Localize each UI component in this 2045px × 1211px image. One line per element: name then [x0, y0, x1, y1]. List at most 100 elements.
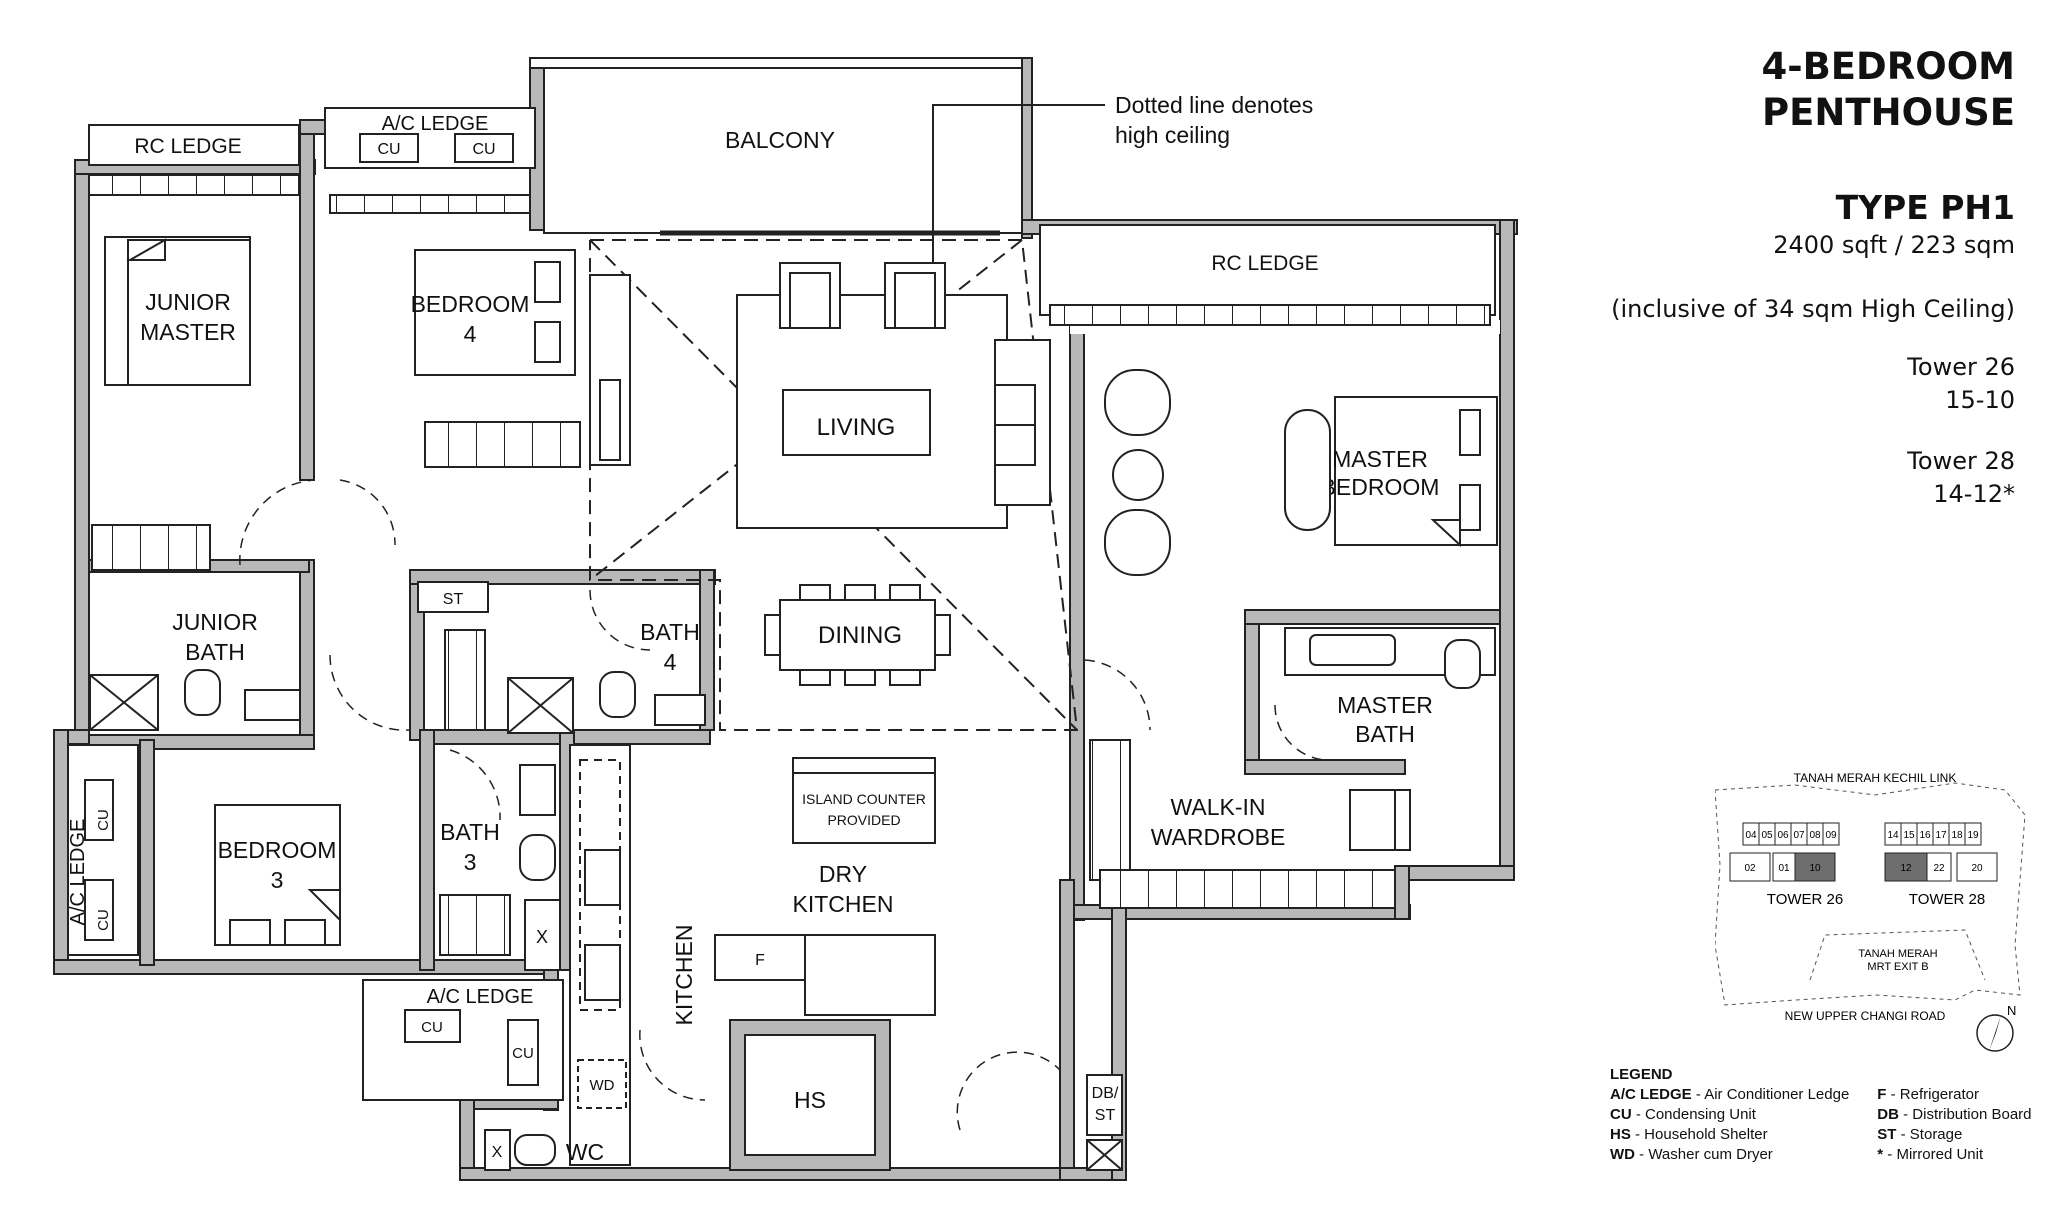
- legend-code: DB: [1877, 1106, 1899, 1123]
- island-label-2: PROVIDED: [827, 812, 900, 828]
- legend-desc: - Household Shelter: [1630, 1126, 1768, 1143]
- keyplan-unit-label: 12: [1900, 863, 1912, 874]
- keyplan-unit-label: 08: [1809, 830, 1821, 841]
- keyplan-unit-box: [1729, 852, 1771, 882]
- legend-desc: - Air Conditioner Ledge: [1691, 1086, 1850, 1103]
- legend-desc: - Storage: [1896, 1126, 1963, 1143]
- dry-kitchen-label-1: DRY: [819, 861, 867, 887]
- bath-4: ST BATH 4: [417, 581, 706, 734]
- master-bedroom-label-1: MASTER: [1332, 446, 1428, 472]
- balcony: BALCONY: [543, 67, 1023, 236]
- cu-label: CU: [95, 809, 112, 831]
- tower-2: Tower 28: [1907, 447, 2015, 475]
- keyplan-unit-label: 15: [1903, 830, 1915, 841]
- wc: X WC: [484, 1129, 604, 1171]
- bedroom4-label-2: 4: [464, 321, 477, 347]
- bath3-label-1: BATH: [440, 819, 500, 845]
- rc-ledge-left: RC LEDGE: [88, 124, 300, 196]
- ac-ledge-left-label: A/C LEDGE: [67, 819, 89, 926]
- walkin-label-2: WARDROBE: [1151, 824, 1286, 850]
- rc-ledge-left-label: RC LEDGE: [134, 135, 241, 158]
- keyplan-unit-label: 01: [1778, 863, 1790, 874]
- dry-kitchen: ISLAND COUNTER PROVIDED DRY KITCHEN: [792, 757, 936, 917]
- units-1: 15-10: [1945, 386, 2015, 414]
- legend-item: DB - Distribution Board: [1877, 1105, 2031, 1125]
- kitchen-label: KITCHEN: [671, 925, 697, 1026]
- keyplan-unit-label: 18: [1951, 830, 1963, 841]
- keyplan-unit-box: [1794, 852, 1836, 882]
- dining-label: DINING: [818, 622, 902, 649]
- legend-item: HS - Household Shelter: [1610, 1125, 1849, 1145]
- keyplan-unit-label: 19: [1967, 830, 1979, 841]
- cu-label: CU: [95, 909, 112, 931]
- ac-ledge-top: A/C LEDGE CU CU: [324, 107, 536, 214]
- legend-desc: - Washer cum Dryer: [1635, 1146, 1773, 1163]
- keyplan-unit-box: [1884, 852, 1928, 882]
- keyplan-unit-box: [1926, 852, 1952, 882]
- bedroom3-label-2: 3: [271, 867, 284, 893]
- legend-col-right: F - Refrigerator DB - Distribution Board…: [1877, 1085, 2031, 1165]
- cu-label: CU: [377, 141, 400, 158]
- floor-plan: BALCONY RC LEDGE A/C LEDGE CU CU RC LEDG…: [53, 57, 1518, 1181]
- legend-item: F - Refrigerator: [1877, 1085, 2031, 1105]
- unit-title-line2: PENTHOUSE: [1762, 91, 2015, 134]
- rc-ledge-right: RC LEDGE: [1039, 224, 1496, 326]
- legend-item: * - Mirrored Unit: [1877, 1145, 2031, 1165]
- legend-desc: - Refrigerator: [1886, 1086, 1979, 1103]
- keyplan-tower-left: TOWER 26: [1767, 891, 1843, 908]
- legend-code: WD: [1610, 1146, 1635, 1163]
- keyplan-road-top: TANAH MERAH KECHIL LINK: [1794, 771, 1957, 785]
- bath4-label-1: BATH: [640, 619, 700, 645]
- bedroom4-label-1: BEDROOM: [411, 291, 530, 317]
- rc-ledge-right-label: RC LEDGE: [1211, 252, 1318, 275]
- keyplan-road-bottom: NEW UPPER CHANGI ROAD: [1785, 1009, 1946, 1023]
- legend-item: A/C LEDGE - Air Conditioner Ledge: [1610, 1085, 1849, 1105]
- wc-label: WC: [566, 1139, 604, 1165]
- fridge-label: F: [755, 952, 765, 969]
- junior-bath-label-1: JUNIOR: [172, 609, 258, 635]
- cu-label: CU: [421, 1019, 443, 1036]
- junior-master-label-2: MASTER: [140, 319, 236, 345]
- dry-kitchen-label-2: KITCHEN: [793, 891, 894, 917]
- walkin-label-1: WALK-IN: [1171, 794, 1266, 820]
- units-2: 14-12*: [1933, 480, 2015, 508]
- north-label: N: [2007, 1003, 2016, 1018]
- legend-desc: - Condensing Unit: [1631, 1106, 1756, 1123]
- area-note: (inclusive of 34 sqm High Ceiling): [1611, 295, 2015, 323]
- master-bath-label-1: MASTER: [1337, 692, 1433, 718]
- legend-code: HS: [1610, 1126, 1631, 1143]
- keyplan-unit-label: 14: [1887, 830, 1899, 841]
- island-label-1: ISLAND COUNTER: [802, 791, 926, 807]
- north-arrow-icon: N: [1976, 1003, 2016, 1052]
- legend: LEGEND A/C LEDGE - Air Conditioner Ledge…: [1610, 1065, 2032, 1165]
- keyplan-unit-box: [1956, 852, 1998, 882]
- ac-ledge-top-label: A/C LEDGE: [382, 113, 489, 135]
- keyplan-unit-label: 16: [1919, 830, 1931, 841]
- bedroom-4: BEDROOM 4: [411, 249, 631, 468]
- unit-area: 2400 sqft / 223 sqm: [1773, 231, 2015, 259]
- legend-item: CU - Condensing Unit: [1610, 1105, 1849, 1125]
- keyplan-unit-label: 22: [1933, 863, 1945, 874]
- legend-item: WD - Washer cum Dryer: [1610, 1145, 1849, 1165]
- dining-area: DINING: [764, 584, 951, 686]
- keyplan-unit-label: 06: [1777, 830, 1789, 841]
- keyplan-unit-label: 05: [1761, 830, 1773, 841]
- door-swings: [239, 479, 1326, 1131]
- legend-title: LEGEND: [1610, 1066, 1673, 1083]
- junior-master-label-1: JUNIOR: [145, 289, 231, 315]
- keyplan-unit-box: [1822, 822, 1840, 846]
- ac-ledge-left: A/C LEDGE CU CU: [67, 744, 139, 956]
- bath4-label-2: 4: [664, 649, 677, 675]
- db-st: DB/ ST: [1086, 1074, 1123, 1171]
- unit-header: 4-BEDROOM PENTHOUSE TYPE PH1 2400 sqft /…: [1415, 44, 2015, 511]
- unit-title-line1: 4-BEDROOM: [1761, 45, 2015, 88]
- keyplan-unit-label: 09: [1825, 830, 1837, 841]
- ac-ledge-bottom: A/C LEDGE CU CU: [362, 979, 564, 1101]
- keyplan-mrt-2: MRT EXIT B: [1867, 961, 1928, 973]
- junior-master-room: JUNIOR MASTER: [91, 236, 251, 571]
- legend-code: *: [1877, 1146, 1884, 1163]
- junior-bath-label-2: BATH: [185, 639, 245, 665]
- living-room: LIVING: [736, 262, 1051, 529]
